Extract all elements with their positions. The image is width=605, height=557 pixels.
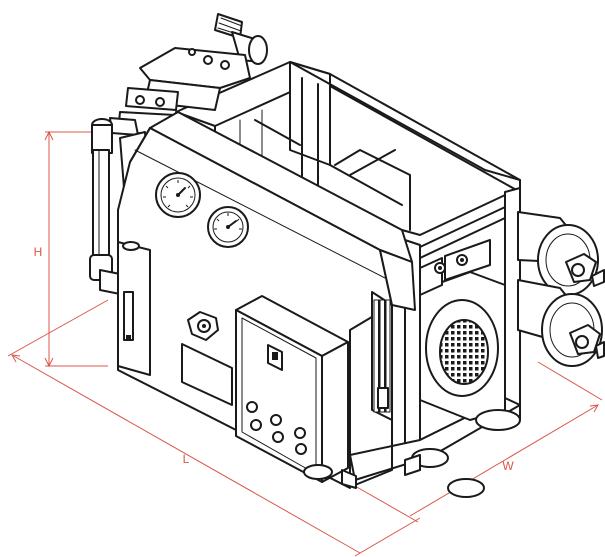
width-dimension: W (354, 361, 603, 523)
small-access-panel (181, 343, 233, 406)
pump-belt-housing (371, 291, 393, 421)
gauge-right-ticks (214, 213, 242, 230)
flowmeter (117, 241, 151, 376)
control-box (235, 295, 349, 483)
length-dimension: L (7, 299, 421, 557)
width-label: W (502, 459, 514, 473)
gauge-left-ticks (163, 180, 193, 208)
pressure-gauge-right (207, 206, 249, 248)
electric-motor (411, 239, 521, 468)
length-label: L (183, 452, 190, 466)
valve-knob (187, 311, 219, 341)
membrane-housing-upper (517, 211, 605, 296)
pressure-gauge-left (155, 172, 201, 218)
base-feet (303, 454, 485, 498)
height-label: H (34, 245, 43, 259)
membrane-housing-lower (517, 279, 605, 367)
